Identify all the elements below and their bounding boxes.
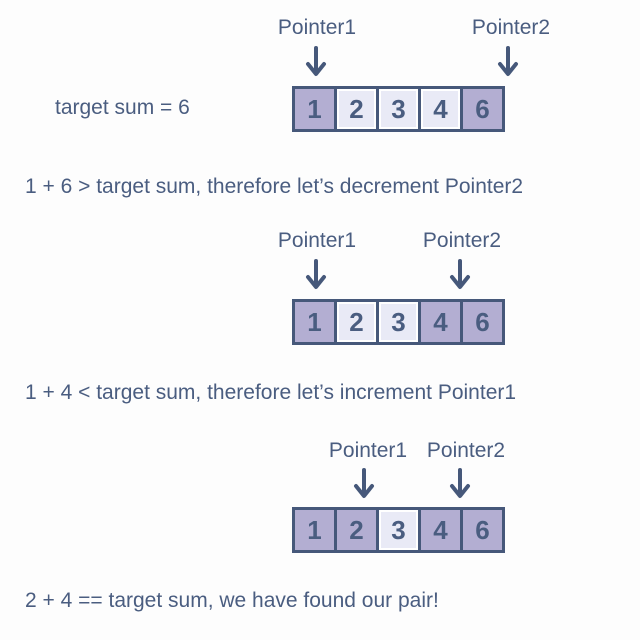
array-cell: 3 — [376, 507, 421, 553]
array-cell: 6 — [460, 86, 505, 132]
step2-pointer1-down-arrow-icon — [306, 259, 326, 289]
array-cell: 2 — [334, 507, 379, 553]
step3-pointer2-label: Pointer2 — [426, 439, 506, 462]
step3-pointer2-down-arrow-icon — [450, 468, 470, 498]
step3-pointer1-label: Pointer1 — [328, 439, 408, 462]
step1-pointer2-down-arrow-icon — [498, 46, 518, 76]
array-cell: 1 — [292, 299, 337, 345]
array-cell: 1 — [292, 86, 337, 132]
step2-pointer1-label: Pointer1 — [277, 229, 357, 252]
array-cell: 4 — [418, 86, 463, 132]
array-cell: 3 — [376, 86, 421, 132]
array-cell: 2 — [334, 86, 379, 132]
step1-pointer2-label: Pointer2 — [471, 16, 551, 39]
array-cell: 6 — [460, 507, 505, 553]
array-cell: 3 — [376, 299, 421, 345]
target-sum-label: target sum = 6 — [55, 96, 190, 119]
step1-pointer1-label: Pointer1 — [277, 16, 357, 39]
array-cell: 6 — [460, 299, 505, 345]
step1-pointer1-down-arrow-icon — [306, 46, 326, 76]
array-cell: 4 — [418, 299, 463, 345]
step2-array: 1 2 3 4 6 — [292, 299, 505, 345]
step3-array: 1 2 3 4 6 — [292, 507, 505, 553]
array-cell: 1 — [292, 507, 337, 553]
step3-caption: 2 + 4 == target sum, we have found our p… — [25, 589, 439, 612]
step2-pointer2-label: Pointer2 — [422, 229, 502, 252]
step2-pointer2-down-arrow-icon — [450, 259, 470, 289]
step2-caption: 1 + 4 < target sum, therefore let’s incr… — [25, 381, 517, 404]
array-cell: 2 — [334, 299, 379, 345]
step3-pointer1-down-arrow-icon — [354, 468, 374, 498]
step1-caption: 1 + 6 > target sum, therefore let’s decr… — [25, 175, 524, 198]
step1-array: 1 2 3 4 6 — [292, 86, 505, 132]
array-cell: 4 — [418, 507, 463, 553]
